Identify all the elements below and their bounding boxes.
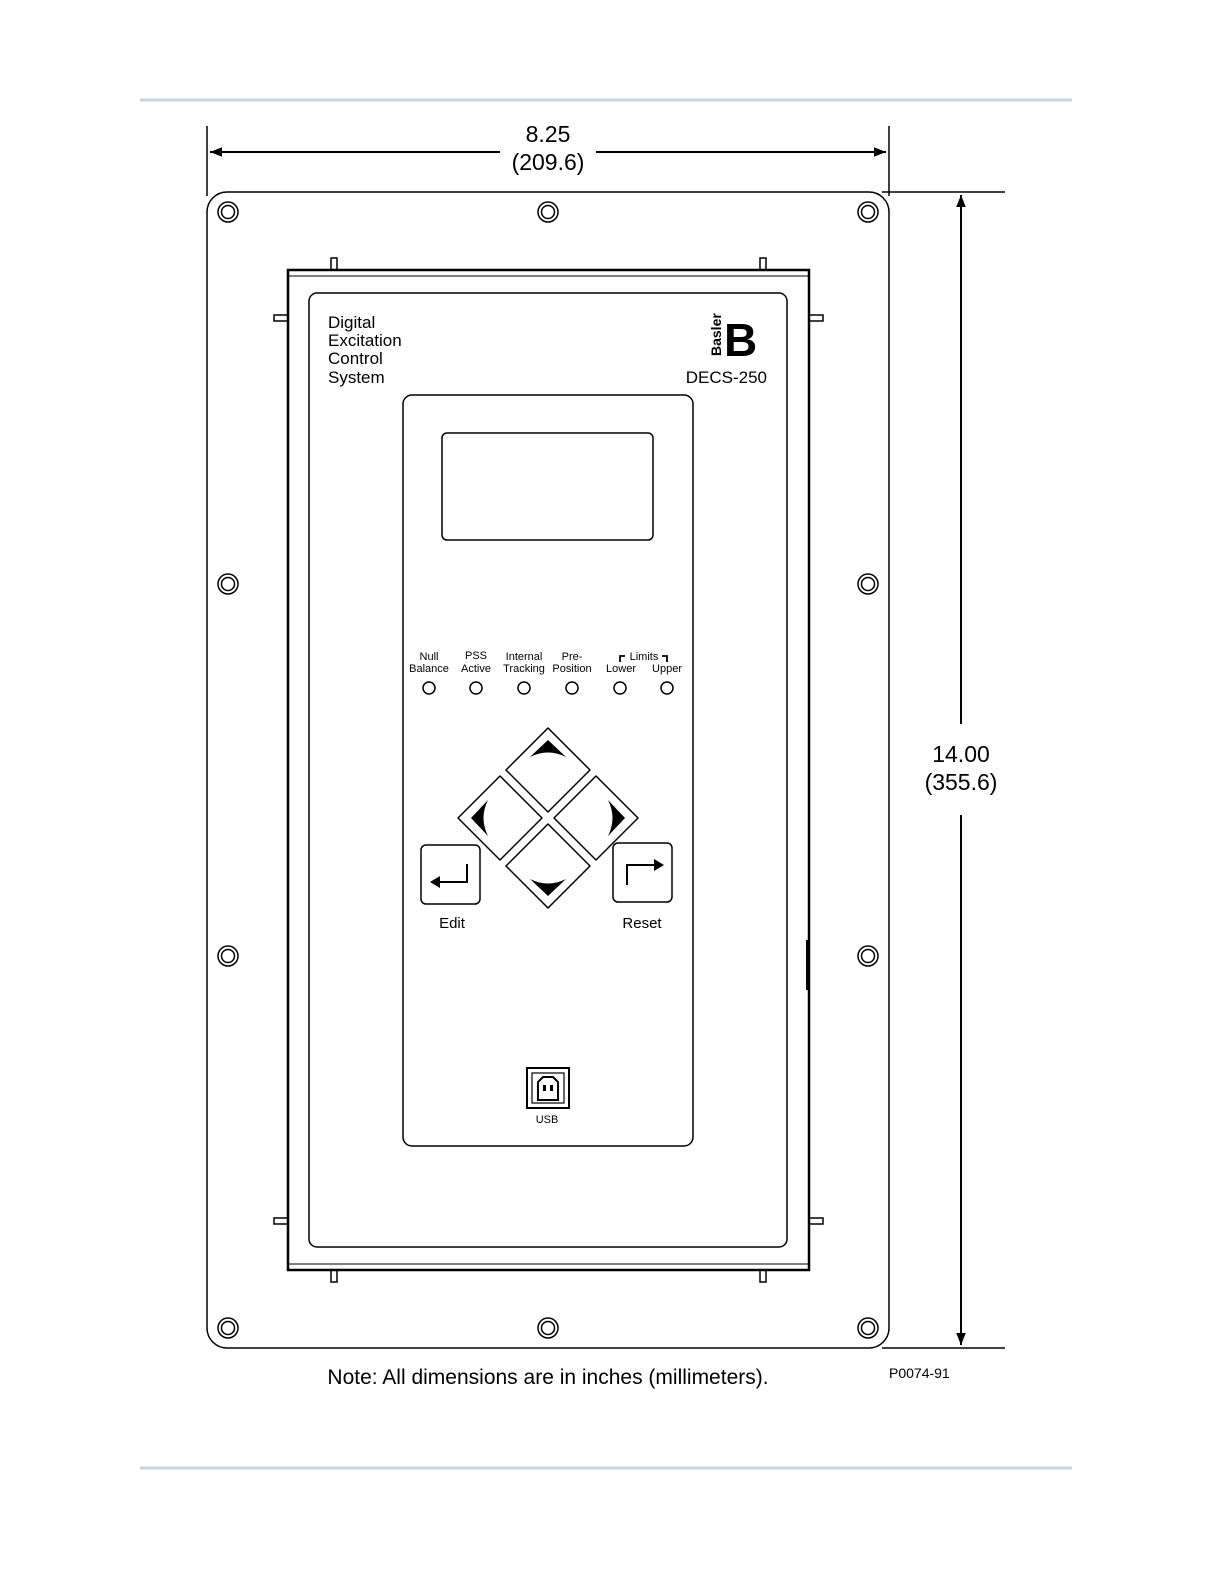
mounting-hole: [858, 1318, 878, 1338]
mounting-holes: [218, 202, 878, 1338]
edit-button[interactable]: [421, 845, 480, 904]
model-label: DECS-250: [686, 368, 767, 387]
lower-limit-led: [614, 682, 626, 694]
logo-text: Basler: [708, 313, 724, 356]
title-line: System: [328, 368, 385, 387]
right-arrow-icon: [608, 800, 625, 836]
mounting-hole: [218, 946, 238, 966]
width-millimeters: (209.6): [512, 149, 585, 175]
left-arrow-icon: [471, 800, 488, 836]
reset-button[interactable]: [613, 843, 672, 902]
pre-position-led: [566, 682, 578, 694]
mounting-hole: [858, 946, 878, 966]
title-line: Digital: [328, 313, 375, 332]
reset-label: Reset: [622, 915, 662, 932]
navigation-keypad: [458, 728, 638, 908]
indicator-label: Null: [420, 651, 439, 663]
up-arrow-icon: [530, 740, 566, 757]
reset-arrow-icon: [627, 859, 664, 885]
width-dimension: 8.25 (209.6): [207, 121, 889, 196]
up-button[interactable]: [506, 728, 590, 812]
left-button[interactable]: [458, 776, 542, 860]
title-line: Excitation: [328, 331, 402, 350]
basler-logo: Basler B: [708, 313, 757, 366]
null-balance-led: [423, 682, 435, 694]
usb-port[interactable]: [527, 1068, 569, 1108]
title-line: Control: [328, 349, 383, 368]
logo-letter: B: [724, 314, 757, 366]
indicator-label: Internal: [506, 651, 543, 663]
status-indicators: Null Balance PSS Active Internal Trackin…: [409, 650, 682, 694]
limits-bracket: Limits: [620, 651, 667, 663]
upper-limit-led: [661, 682, 673, 694]
usb-label: USB: [536, 1114, 559, 1126]
front-panel: [309, 293, 787, 1247]
limits-label: Limits: [630, 651, 659, 663]
indicator-label: Pre-: [562, 651, 583, 663]
indicator-label: Lower: [606, 663, 636, 675]
indicator-label: Upper: [652, 663, 682, 675]
mounting-hole: [538, 202, 558, 222]
figure-id: P0074-91: [889, 1365, 950, 1381]
mounting-hole: [218, 202, 238, 222]
mounting-hole: [218, 574, 238, 594]
indicator-label: Position: [552, 663, 591, 675]
panel-title: Digital Excitation Control System: [328, 313, 402, 387]
usb-connector-icon: [538, 1077, 558, 1100]
height-millimeters: (355.6): [925, 769, 998, 795]
height-inches: 14.00: [932, 741, 990, 767]
indicator-label: PSS: [465, 650, 487, 662]
mounting-hole: [218, 1318, 238, 1338]
enter-arrow-icon: [430, 864, 467, 888]
height-dimension: 14.00 (355.6): [882, 192, 1005, 1348]
down-arrow-icon: [530, 879, 566, 896]
indicator-label: Balance: [409, 663, 449, 675]
indicator-label: Tracking: [503, 663, 545, 675]
indicator-label: Active: [461, 663, 491, 675]
keypad-bezel: [403, 395, 693, 1146]
down-button[interactable]: [506, 824, 590, 908]
pss-active-led: [470, 682, 482, 694]
mounting-hole: [538, 1318, 558, 1338]
chassis-tabs: [274, 258, 823, 1282]
right-button[interactable]: [554, 776, 638, 860]
edit-label: Edit: [439, 915, 466, 932]
mounting-hole: [858, 574, 878, 594]
lcd-display: [442, 433, 653, 540]
width-inches: 8.25: [526, 121, 571, 147]
mounting-hole: [858, 202, 878, 222]
internal-tracking-led: [518, 682, 530, 694]
dimensions-note: Note: All dimensions are in inches (mill…: [327, 1366, 768, 1389]
